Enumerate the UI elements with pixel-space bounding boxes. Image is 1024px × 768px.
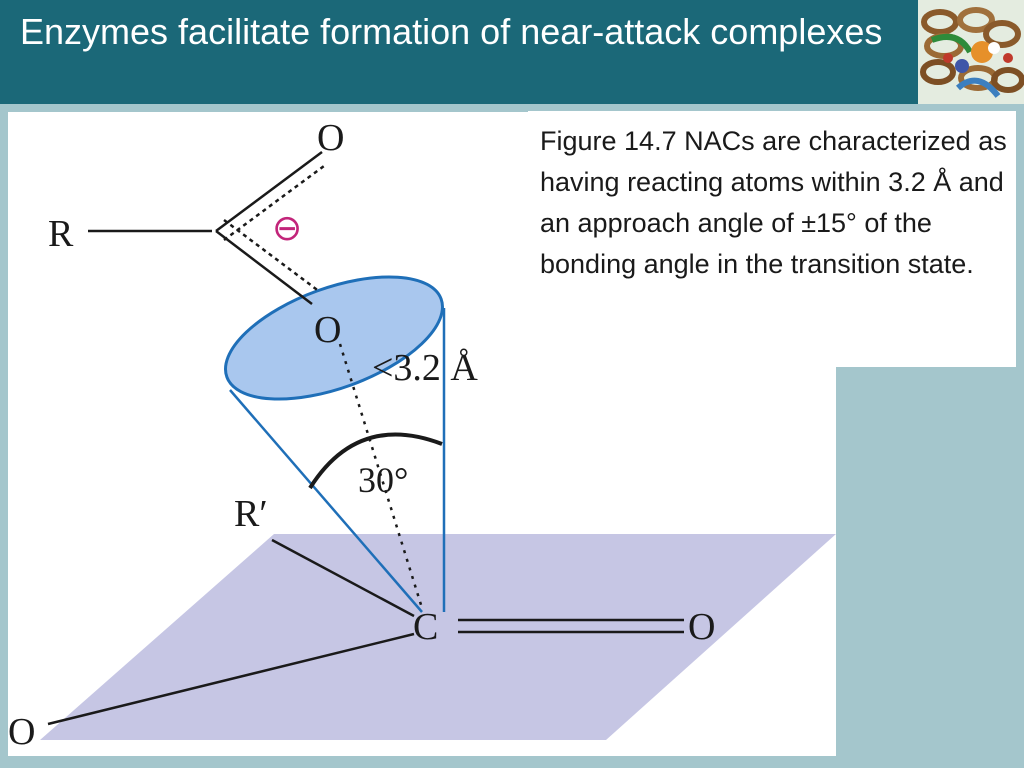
figure-caption: Figure 14.7 NACs are characterized as ha… [540,126,1007,279]
slide-header: Enzymes facilitate formation of near-att… [0,0,918,104]
atom-r: R [48,213,74,255]
caption-box: Figure 14.7 NACs are characterized as ha… [528,111,1016,367]
attack-trajectory [338,343,424,609]
co-mid-partial-bond [223,219,321,293]
co-top-bond [215,150,323,233]
angle-arc [308,432,443,490]
cone-left-edge [229,389,423,613]
atom-o-right: O [688,606,715,648]
atom-o-top: O [317,117,344,159]
co-mid-bond [215,230,313,305]
atom-o-mid: O [314,309,341,351]
approach-ellipse [224,275,444,401]
atom-o-bottom: O [8,711,35,753]
atom-carbon: C [413,606,438,648]
distance-label: <3.2 Å [372,347,478,389]
protein-structure-icon [918,0,1024,104]
negative-charge-icon: ⊖ [272,208,302,249]
nac-diagram: O R ⊖ O <3.2 Å 30° R′ C O O [8,117,836,753]
angle-label: 30° [358,460,408,500]
molecular-plane [40,534,836,740]
c-o-bottom-bond [47,632,415,726]
r-prime-bond [271,538,415,618]
slide-title: Enzymes facilitate formation of near-att… [20,11,883,52]
atom-r-prime: R′ [234,493,268,535]
